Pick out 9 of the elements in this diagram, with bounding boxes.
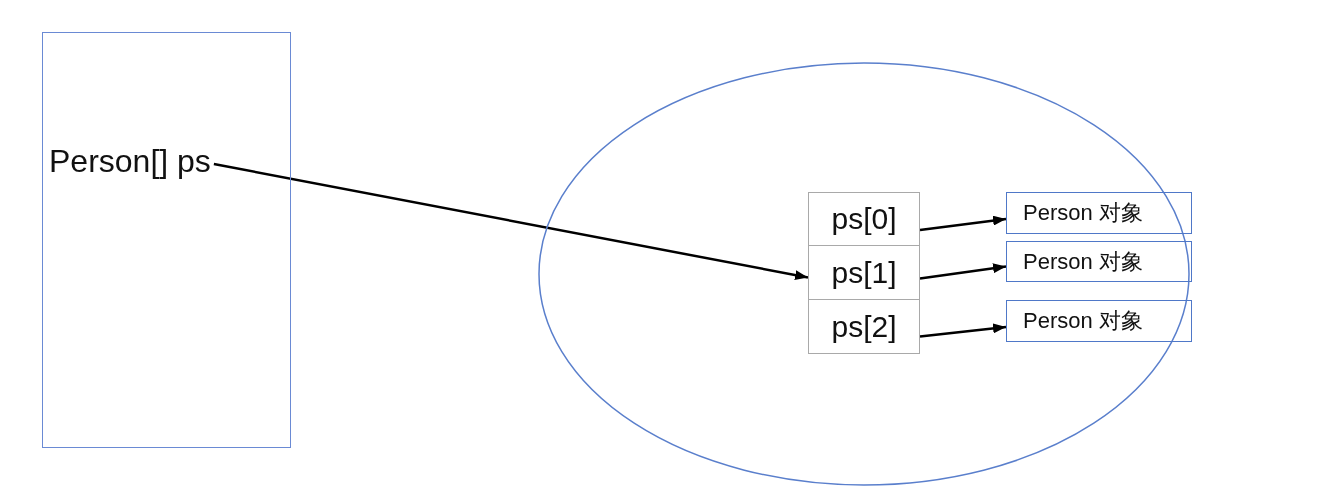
arrow (919, 323, 1007, 338)
variable-label: Person[] ps (47, 141, 214, 181)
arrow (919, 263, 1007, 280)
array-cell: ps[2] (808, 299, 920, 354)
arrow (213, 162, 809, 280)
arrow (919, 215, 1007, 232)
array-cell: ps[0] (808, 192, 920, 246)
array-cell: ps[1] (808, 245, 920, 300)
memory-box (42, 32, 291, 448)
